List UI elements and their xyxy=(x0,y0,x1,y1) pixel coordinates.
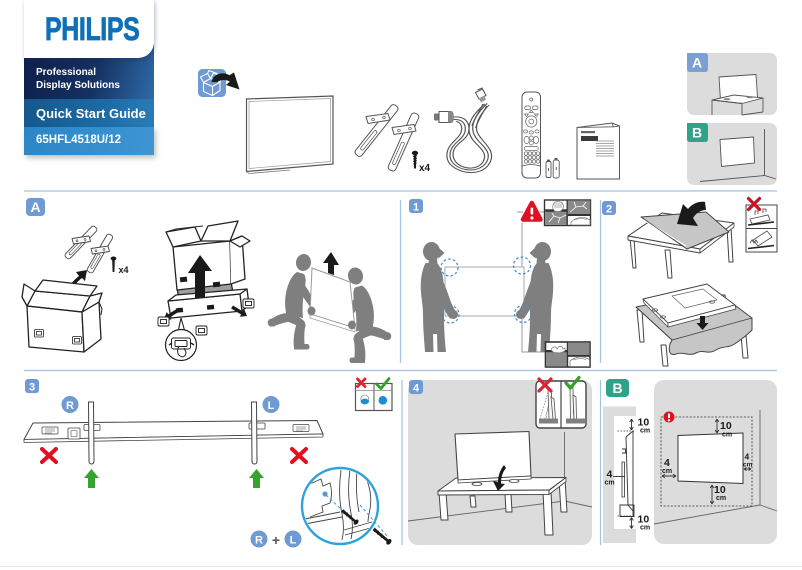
svg-text:cm: cm xyxy=(722,432,732,439)
svg-text:cm: cm xyxy=(605,480,615,487)
svg-text:L: L xyxy=(290,535,297,547)
svg-text:10: 10 xyxy=(638,514,650,526)
svg-text:A: A xyxy=(692,55,702,71)
svg-text:cm: cm xyxy=(640,525,650,532)
svg-text:cm: cm xyxy=(640,428,650,435)
svg-text:cm: cm xyxy=(716,495,726,502)
svg-text:cm: cm xyxy=(662,468,672,475)
svg-text:L: L xyxy=(268,400,275,412)
svg-text:10: 10 xyxy=(638,417,650,429)
svg-text:x4: x4 xyxy=(119,265,129,275)
svg-text:3: 3 xyxy=(29,382,35,394)
svg-text:1: 1 xyxy=(413,202,419,214)
svg-text:4: 4 xyxy=(607,469,613,481)
svg-text:R: R xyxy=(66,400,74,412)
svg-text:B: B xyxy=(612,380,622,396)
svg-text:R: R xyxy=(255,535,263,547)
svg-text:cm: cm xyxy=(743,462,753,469)
svg-text:B: B xyxy=(692,125,702,141)
svg-text:4: 4 xyxy=(413,383,420,395)
svg-text:A: A xyxy=(30,199,40,215)
svg-text:2: 2 xyxy=(606,204,612,216)
svg-text:10: 10 xyxy=(720,420,732,432)
svg-text:4: 4 xyxy=(664,457,670,469)
svg-text:+: + xyxy=(272,532,280,548)
svg-text:10: 10 xyxy=(714,484,726,496)
svg-text:x4: x4 xyxy=(419,163,431,174)
svg-text:4: 4 xyxy=(745,452,750,462)
